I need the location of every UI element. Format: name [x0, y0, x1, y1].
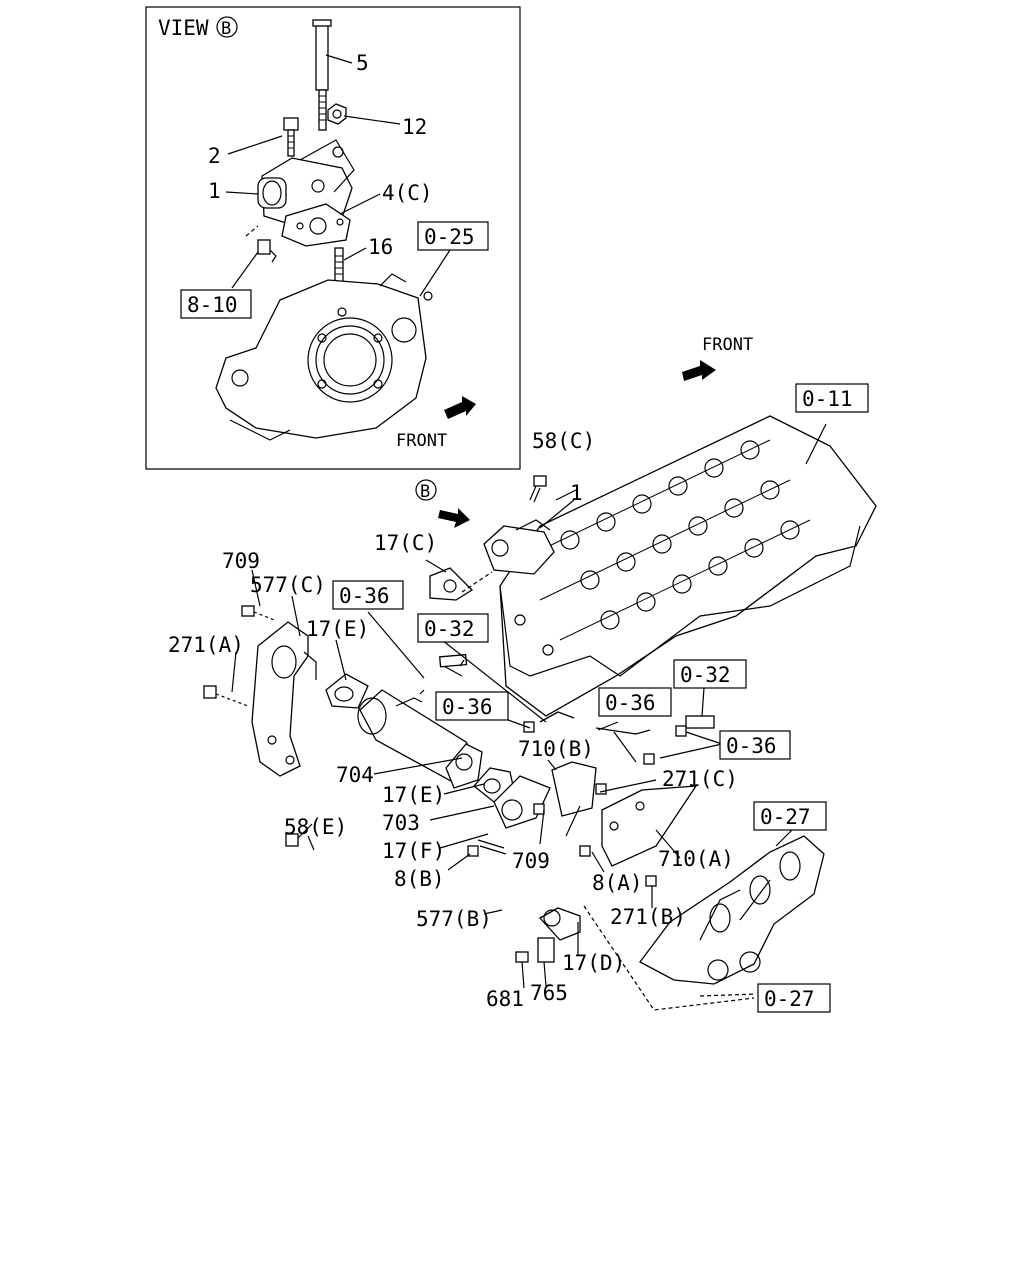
ref-0-32-b[interactable]: 0-32: [680, 663, 731, 687]
egr-cooler-704: [357, 689, 483, 789]
view-b-circle: [415, 479, 437, 501]
ref-0-32-a[interactable]: 0-32: [424, 617, 475, 641]
callout-58c: 58(C): [532, 429, 595, 453]
gasket-17c: [429, 567, 474, 601]
callout-710b: 710(B): [518, 737, 594, 761]
stud-part-5: [312, 19, 332, 131]
ref-8-10[interactable]: 8-10: [187, 293, 238, 317]
callout-58e: 58(E): [284, 815, 347, 839]
callout-710a: 710(A): [658, 847, 734, 871]
callout-1-main: 1: [570, 481, 583, 505]
ref-box-0-36-d[interactable]: [719, 730, 791, 760]
callout-271b: 271(B): [610, 905, 686, 929]
flange-703: [493, 775, 551, 829]
main-view-marker: B: [420, 482, 430, 502]
exhaust-manifold: [639, 835, 825, 985]
ref-box-0-25[interactable]: [417, 221, 489, 251]
ref-box-0-32-b[interactable]: [673, 659, 747, 689]
ref-0-36-c[interactable]: 0-36: [605, 691, 656, 715]
ref-box-0-32-a[interactable]: [417, 613, 489, 643]
inset-frame: [145, 6, 521, 470]
callout-271c: 271(C): [662, 767, 738, 791]
ref-0-27-a[interactable]: 0-27: [760, 805, 811, 829]
callout-765: 765: [530, 981, 568, 1005]
ref-box-0-27-a[interactable]: [753, 801, 827, 831]
ref-box-0-27-b[interactable]: [757, 983, 831, 1013]
callout-12: 12: [402, 115, 427, 139]
callout-17e-top: 17(E): [306, 617, 369, 641]
bolt-part-2: [283, 117, 299, 157]
callout-1-inset: 1: [208, 179, 221, 203]
gasket-part-4c: [281, 203, 351, 247]
callout-5: 5: [356, 51, 369, 75]
inset-view-b: VIEW B: [145, 6, 521, 470]
ref-0-27-b[interactable]: 0-27: [764, 987, 815, 1011]
nut-681: [515, 951, 529, 963]
ref-box-0-36-c[interactable]: [598, 687, 672, 717]
main-view: FRONT B: [168, 335, 877, 1013]
inset-view-label: VIEW: [158, 16, 209, 40]
callout-17f: 17(F): [382, 839, 445, 863]
nut-part-12: [327, 103, 347, 125]
view-b-arrow-icon: [438, 508, 470, 528]
inset-view-circle: [216, 16, 238, 38]
callout-577b: 577(B): [416, 907, 492, 931]
ref-box-8-10[interactable]: [180, 289, 252, 319]
callout-2: 2: [208, 144, 221, 168]
callout-4c: 4(C): [382, 181, 433, 205]
callout-577c: 577(C): [250, 573, 326, 597]
connector-part: [245, 225, 277, 263]
ref-0-11[interactable]: 0-11: [802, 387, 853, 411]
main-front-arrow-icon: [682, 360, 716, 381]
callout-17c: 17(C): [374, 531, 437, 555]
ref-box-0-11[interactable]: [795, 383, 869, 413]
callout-8b: 8(B): [394, 867, 445, 891]
bracket-577c: [203, 605, 317, 847]
ref-0-36-a[interactable]: 0-36: [339, 584, 390, 608]
ref-0-36-b[interactable]: 0-36: [442, 695, 493, 719]
callout-709-top: 709: [222, 549, 260, 573]
inset-view-letter: B: [221, 19, 231, 39]
callout-709-bottom: 709: [512, 849, 550, 873]
callout-681: 681: [486, 987, 524, 1011]
callout-704: 704: [336, 763, 374, 787]
callout-17e-bottom: 17(E): [382, 783, 445, 807]
ref-0-36-d[interactable]: 0-36: [726, 734, 777, 758]
gasket-17f: [477, 839, 507, 855]
water-pipe-group: [438, 653, 715, 765]
bracket-710a: [601, 785, 698, 867]
main-front-label: FRONT: [702, 335, 753, 355]
callout-703: 703: [382, 811, 420, 835]
callout-17d: 17(D): [562, 951, 625, 975]
inset-front-label: FRONT: [396, 431, 447, 451]
callout-8a: 8(A): [592, 871, 643, 895]
bracket-710b: [551, 761, 597, 817]
ref-box-0-36-a[interactable]: [332, 580, 404, 610]
egr-valve-main: [483, 475, 555, 575]
stud-765: [537, 937, 555, 963]
callout-16: 16: [368, 235, 393, 259]
inset-front-arrow-icon: [444, 396, 476, 419]
gasket-17e-top: [325, 673, 369, 709]
cylinder-head: [499, 415, 877, 717]
callout-271a: 271(A): [168, 633, 244, 657]
intake-manifold-inset: [215, 273, 433, 441]
ref-box-0-36-b[interactable]: [435, 691, 509, 721]
ref-0-25[interactable]: 0-25: [424, 225, 475, 249]
